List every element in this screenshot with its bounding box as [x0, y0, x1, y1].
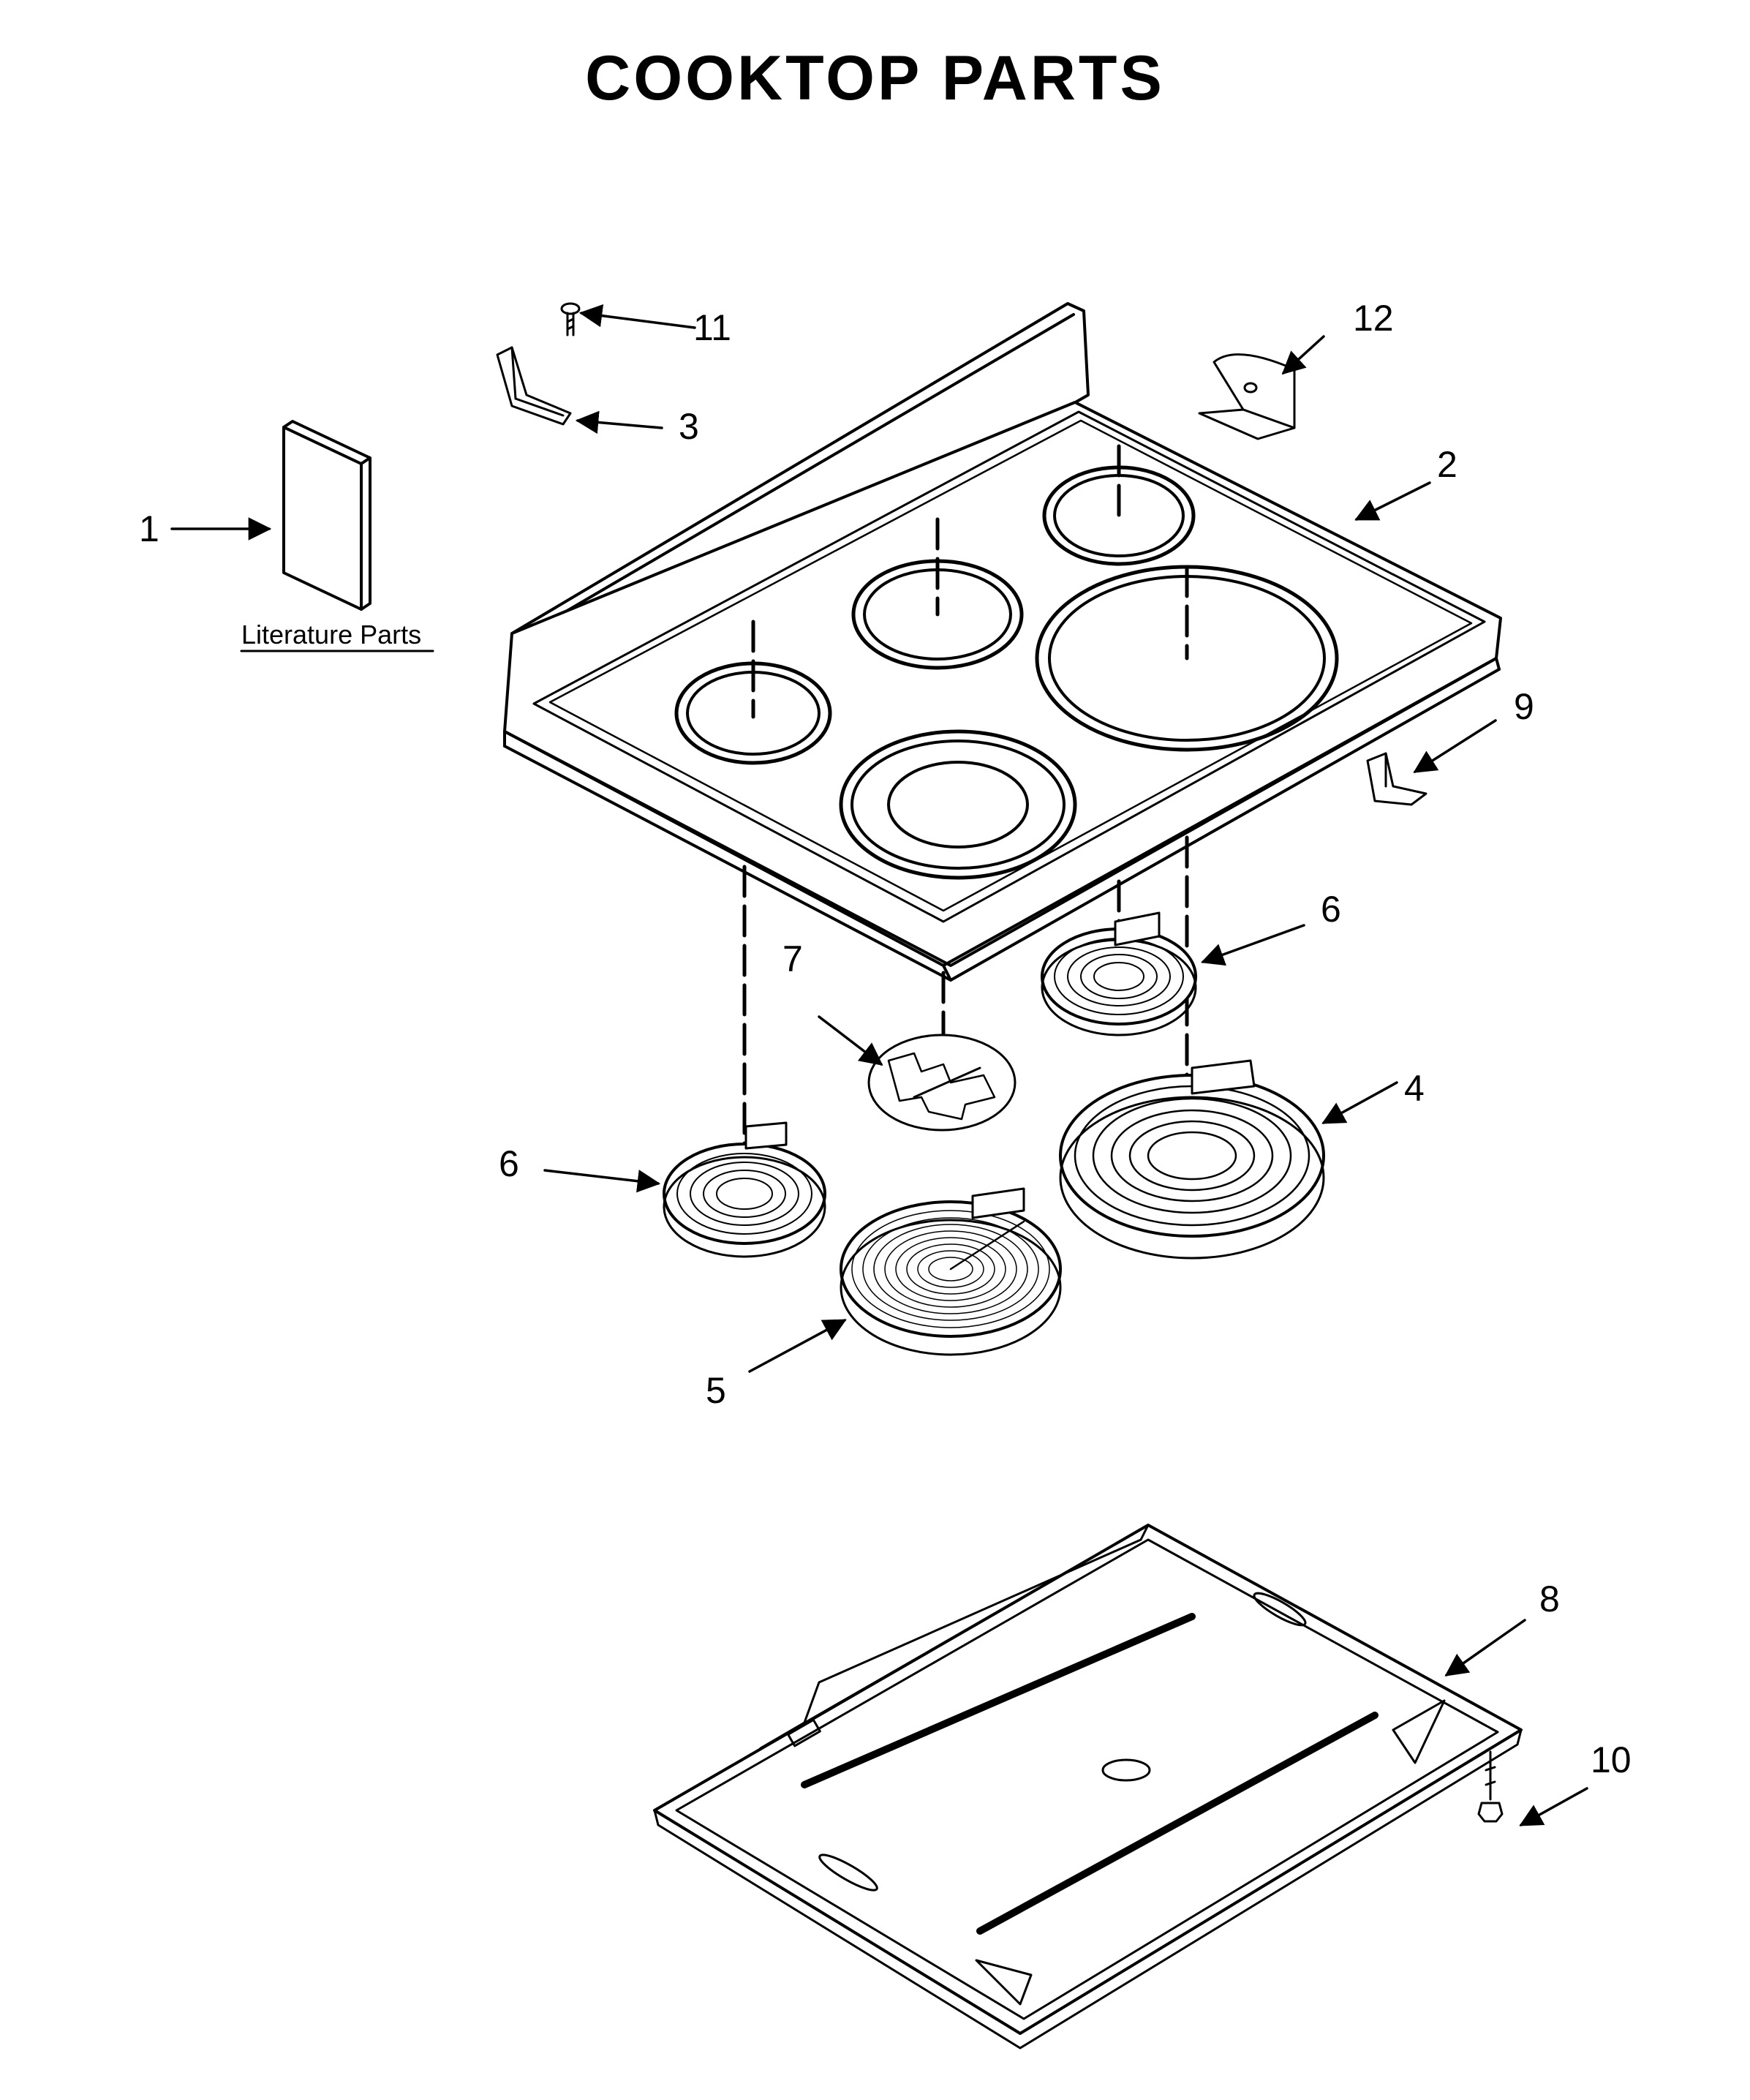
- callout-labels: 1 2 3 4 5 6 6 7 8 9 10 11 12: [139, 298, 1632, 1780]
- screw-part-10: [1477, 1750, 1504, 1823]
- callout-9: 9: [1514, 686, 1534, 727]
- literature-booklet: [282, 420, 372, 611]
- callout-10: 10: [1591, 1739, 1632, 1780]
- callout-6-right: 6: [1321, 889, 1341, 930]
- callout-4: 4: [1404, 1068, 1425, 1109]
- callout-7: 7: [782, 938, 803, 979]
- sensor-plate-part-7: [867, 1034, 1017, 1132]
- callout-1: 1: [139, 508, 159, 549]
- callout-6-left: 6: [499, 1143, 519, 1184]
- surface-element-6-left: [663, 1121, 826, 1258]
- cooktop-main-top: [503, 302, 1502, 982]
- surface-element-6-right: [1041, 911, 1197, 1036]
- callout-11: 11: [693, 307, 731, 348]
- callout-2: 2: [1437, 444, 1457, 485]
- callout-arrows: [170, 304, 1588, 1826]
- callout-8: 8: [1539, 1578, 1560, 1619]
- clip-part-9: [1366, 752, 1427, 806]
- surface-element-5-radiant: [840, 1187, 1062, 1356]
- burner-box-tray-part-8: [653, 1524, 1523, 2050]
- surface-element-4-large: [1059, 1059, 1325, 1260]
- callout-12: 12: [1353, 298, 1394, 339]
- screw-part-11: [560, 302, 581, 336]
- literature-parts-label: Literature Parts: [241, 620, 421, 650]
- callout-3: 3: [679, 406, 699, 447]
- hinge-bracket-part-12: [1198, 353, 1296, 440]
- callout-5: 5: [706, 1370, 726, 1411]
- page-title: COOKTOP PARTS: [585, 43, 1165, 113]
- cooktop-bracket: [496, 346, 572, 426]
